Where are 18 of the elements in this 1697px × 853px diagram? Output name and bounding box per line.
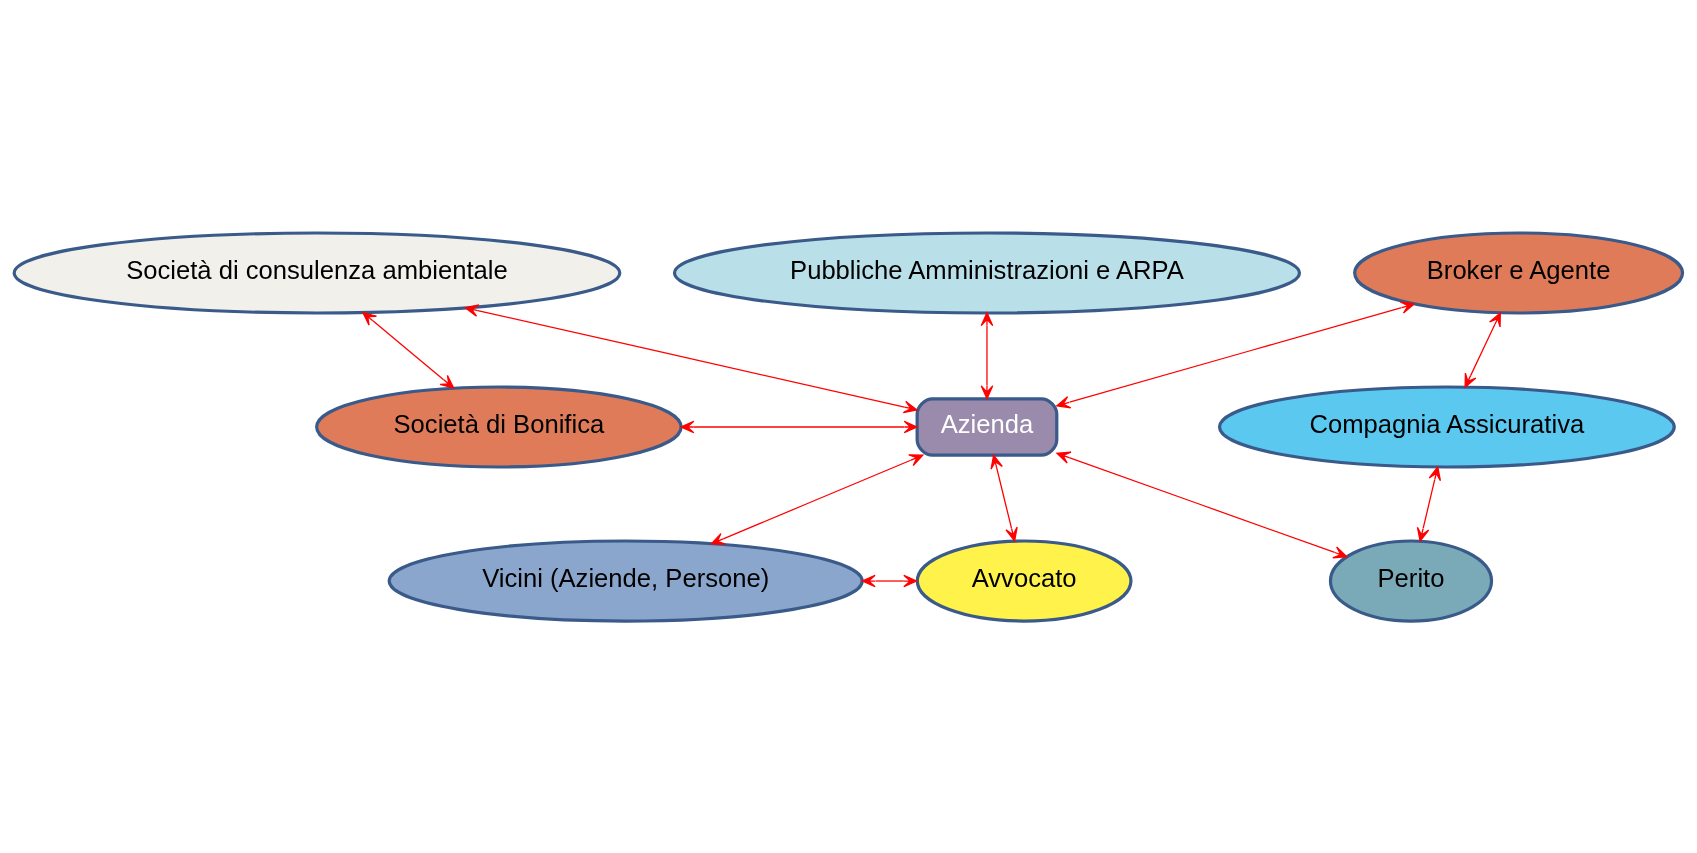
arrow xyxy=(990,454,1018,542)
node-ellipse: Compagnia Assicurativa xyxy=(1217,384,1676,469)
arrow xyxy=(980,311,994,399)
node-ellipse: Società di Bonifica xyxy=(315,384,683,469)
arrow xyxy=(1416,465,1442,542)
arrow xyxy=(1056,451,1348,559)
arrow xyxy=(861,574,918,587)
node-ellipse: Avvocato xyxy=(915,538,1133,623)
arrow xyxy=(464,303,918,413)
node-ellipse: Vicini (Aziende, Persone) xyxy=(387,538,864,623)
arrow xyxy=(680,420,918,433)
arrow xyxy=(1464,311,1501,388)
node-box: Azienda xyxy=(915,396,1059,457)
arrow xyxy=(362,311,455,389)
arrow xyxy=(710,453,924,545)
node-ellipse: Perito xyxy=(1328,538,1494,623)
node-ellipse: Pubbliche Amministrazioni e ARPA xyxy=(672,230,1301,315)
arrow xyxy=(1056,300,1415,408)
